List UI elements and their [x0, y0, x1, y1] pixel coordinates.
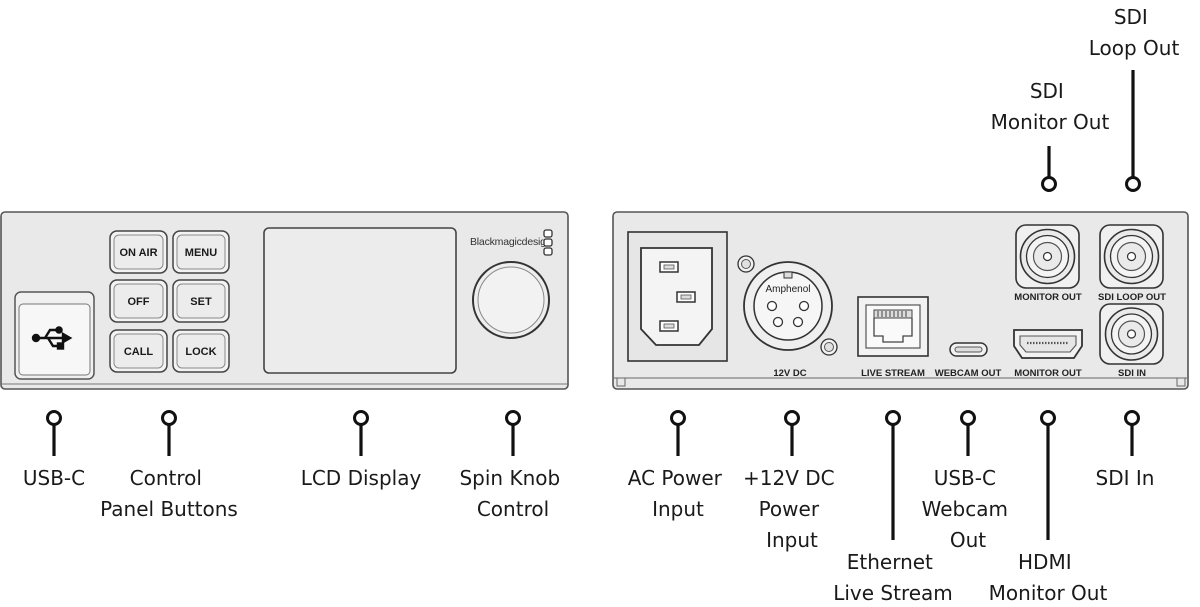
button-label: MENU [185, 247, 217, 259]
sdi-in-port-label: SDI IN [1118, 368, 1146, 379]
callout-line: SDI [1030, 79, 1064, 103]
sdi-monitor-bnc: MONITOR OUT [1014, 224, 1082, 303]
leader-usb-c [46, 410, 62, 456]
sdi-loop-port-label: SDI LOOP OUT [1098, 292, 1166, 303]
rear-panel: Amphenol 12V DC LIVE STREAM WE [612, 211, 1189, 390]
leader-ethernet [885, 410, 901, 540]
leader-webcam [960, 410, 976, 456]
leader-hdmi [1040, 410, 1056, 540]
callout-sdi-loop: SDI Loop Out [1089, 5, 1180, 60]
sdi-monitor-port-label: MONITOR OUT [1014, 292, 1082, 303]
callout-sdi-monitor: SDI Monitor Out [991, 79, 1110, 134]
callout-sdi-in: SDI In [1096, 466, 1155, 490]
ethernet-port-label: LIVE STREAM [861, 368, 925, 379]
callout-line: Input [652, 497, 704, 521]
usb-icon [31, 326, 73, 350]
callout-ethernet: Ethernet Live Stream [833, 550, 953, 605]
leader-lcd [353, 410, 369, 456]
callout-line: Input [766, 528, 818, 552]
dc-port-label: 12V DC [773, 368, 806, 379]
usb-c-port [14, 291, 95, 380]
button-on-air[interactable]: ON AIR [109, 230, 168, 274]
brand-logo-text: Blackmagicdesign [470, 236, 552, 248]
leader-sdi-monitor [1041, 146, 1057, 192]
button-lock[interactable]: LOCK [172, 329, 230, 373]
callout-line: +12V DC [743, 466, 835, 490]
callout-control-buttons: Control Panel Buttons [100, 466, 238, 521]
ac-power-inlet [627, 231, 728, 362]
callout-line: USB-C [23, 466, 85, 490]
callout-line: Spin Knob [459, 466, 560, 490]
callout-line: Ethernet [847, 550, 933, 574]
button-label: CALL [124, 346, 154, 358]
sdi-in-bnc: SDI IN [1099, 303, 1164, 379]
callout-line: Panel Buttons [100, 497, 238, 521]
hdmi-port: MONITOR OUT [1013, 329, 1083, 379]
callout-line: Power [759, 497, 820, 521]
ethernet-port: LIVE STREAM [857, 296, 929, 379]
callout-spin-knob: Spin Knob Control [459, 466, 566, 521]
hdmi-port-label: MONITOR OUT [1014, 368, 1082, 379]
callout-line: AC Power [628, 466, 723, 490]
callout-line: Live Stream [833, 581, 953, 605]
webcam-port-label: WEBCAM OUT [935, 368, 1002, 379]
lcd-display [263, 227, 457, 374]
callout-usb-c: USB-C [23, 466, 85, 490]
button-set[interactable]: SET [172, 279, 230, 323]
callout-line: LCD Display [301, 466, 422, 490]
callout-ac-power: AC Power Input [628, 466, 728, 521]
brand-logo-icon [543, 229, 553, 256]
xlr-brand-text: Amphenol [765, 284, 810, 295]
leader-sdi-in [1124, 410, 1140, 456]
button-label: OFF [128, 296, 150, 308]
usb-c-webcam-port: WEBCAM OUT [935, 342, 1002, 379]
callout-line: Control [130, 466, 202, 490]
sdi-loop-bnc: SDI LOOP OUT [1098, 224, 1166, 303]
callout-hdmi: HDMI Monitor Out [989, 550, 1108, 605]
leader-spin-knob [505, 410, 521, 456]
callout-line: SDI In [1096, 466, 1155, 490]
callout-line: Monitor Out [989, 581, 1108, 605]
callout-line: Loop Out [1089, 36, 1180, 60]
callout-line: Control [477, 497, 549, 521]
button-label: LOCK [185, 346, 216, 358]
spin-knob[interactable] [472, 261, 550, 339]
xlr-dc-connector: Amphenol 12V DC [737, 255, 838, 379]
callout-line: Out [950, 528, 986, 552]
callout-line: Webcam [922, 497, 1008, 521]
callout-lcd: LCD Display [301, 466, 422, 490]
front-panel: ON AIR MENU OFF SET CALL [0, 211, 569, 390]
callout-line: USB-C [934, 466, 996, 490]
button-call[interactable]: CALL [109, 329, 168, 373]
callout-dc-power: +12V DC Power Input [743, 466, 841, 552]
button-menu[interactable]: MENU [172, 230, 230, 274]
control-buttons: ON AIR MENU OFF SET CALL [109, 230, 230, 373]
callout-line: Monitor Out [991, 110, 1110, 134]
leader-control-buttons [161, 410, 177, 456]
callout-line: HDMI [1018, 550, 1072, 574]
button-off[interactable]: OFF [109, 279, 168, 323]
leader-dc-power [784, 410, 800, 456]
leader-sdi-loop [1125, 70, 1141, 192]
button-label: ON AIR [119, 247, 157, 259]
leader-ac-power [670, 410, 686, 456]
callout-webcam: USB-C Webcam Out [922, 466, 1015, 552]
button-label: SET [190, 296, 212, 308]
callout-line: SDI [1114, 5, 1148, 29]
